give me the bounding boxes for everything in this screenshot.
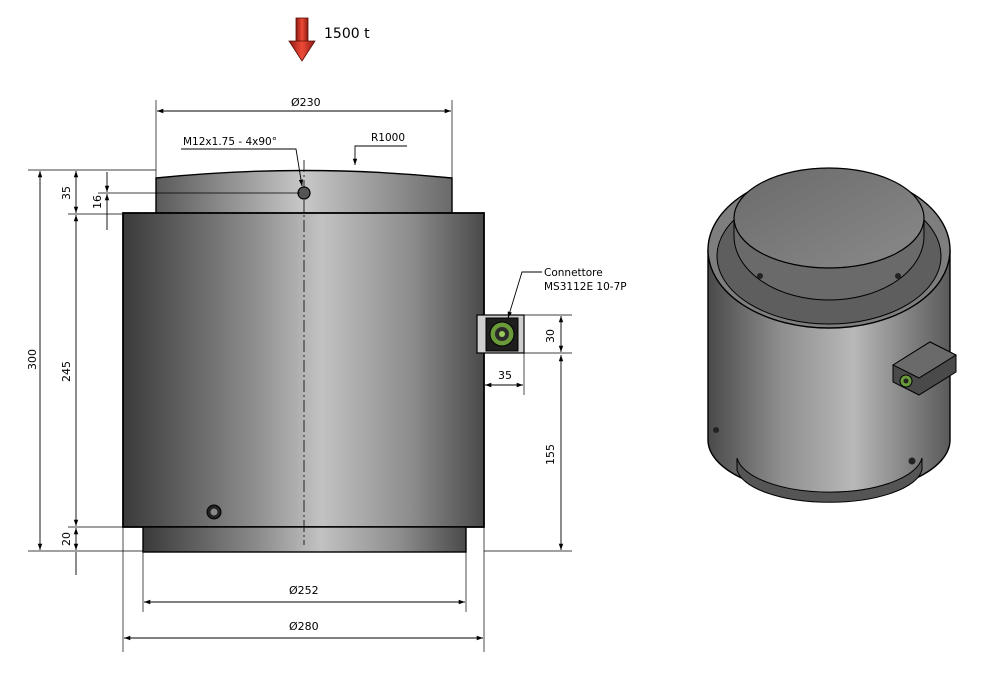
bottom-screw-icon: [206, 504, 222, 520]
base-diameter-label: Ø252: [289, 584, 319, 597]
connector-icon: [476, 314, 525, 354]
hole-offset-label: 16: [91, 195, 104, 209]
connector-position-label: 155: [544, 444, 557, 465]
body-diameter-label: Ø280: [289, 620, 319, 633]
isometric-view: [707, 167, 958, 503]
body-height-label: 245: [60, 361, 73, 382]
connector-depth-label: 35: [498, 369, 512, 382]
total-height-label: 300: [26, 349, 39, 370]
load-arrow-icon: [288, 17, 316, 62]
connector-label-line1: Connettore: [544, 267, 603, 279]
radius-label: R1000: [371, 132, 405, 144]
thread-label: M12x1.75 - 4x90°: [183, 136, 277, 148]
connector-height-label: 30: [544, 329, 557, 343]
base-height-label: 20: [60, 532, 73, 546]
top-diameter-label: Ø230: [291, 96, 321, 109]
base-ring: [142, 526, 467, 553]
load-label: 1500 t: [324, 26, 370, 42]
main-body: [122, 212, 485, 528]
top-height-label: 35: [60, 186, 73, 200]
connector-label-line2: MS3112E 10-7P: [544, 281, 627, 293]
